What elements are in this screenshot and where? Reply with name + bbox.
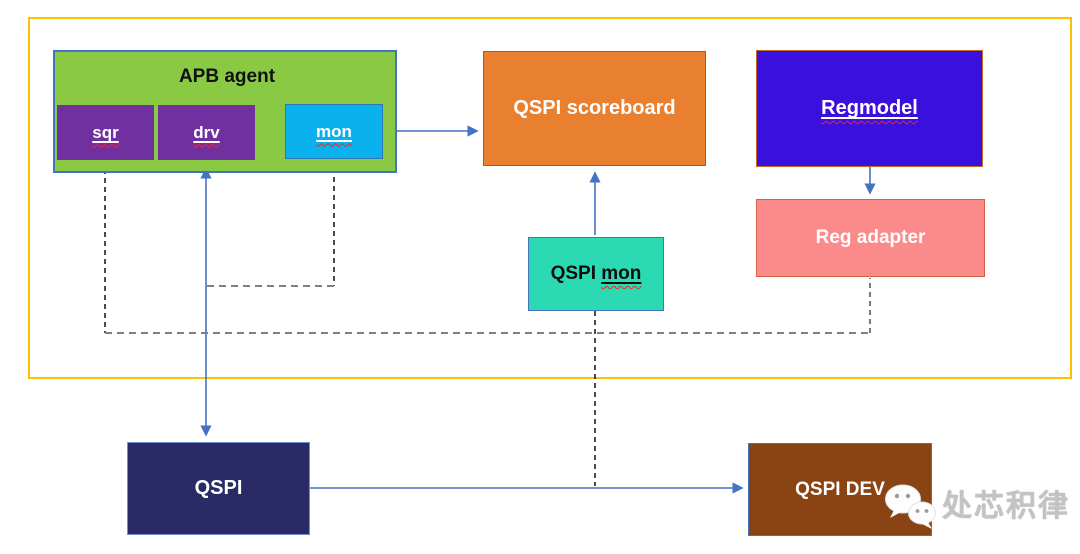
apb-agent-label: APB agent xyxy=(178,66,276,87)
drv-label: drv xyxy=(193,122,220,142)
mon-label: mon xyxy=(316,121,352,141)
qspi-mon-box: QSPI mon xyxy=(528,237,664,311)
qspi-dev-label: QSPI DEV xyxy=(795,478,885,500)
qspi-mon-label-prefix: QSPI xyxy=(550,263,602,284)
mon-box: mon xyxy=(285,104,383,159)
qspi-scoreboard-box: QSPI scoreboard xyxy=(483,51,706,166)
reg-adapter-label: Reg adapter xyxy=(815,227,926,248)
qspi-dev-box: QSPI DEV xyxy=(748,443,932,536)
qspi-label: QSPI xyxy=(194,477,243,499)
drv-box: drv xyxy=(158,105,255,160)
qspi-scoreboard-label: QSPI scoreboard xyxy=(513,97,676,119)
sqr-box: sqr xyxy=(57,105,154,160)
regmodel-box: Regmodel xyxy=(756,50,983,167)
watermark-text: 处芯积律 xyxy=(942,490,1070,523)
testbench-boundary xyxy=(28,17,1072,379)
regmodel-label: Regmodel xyxy=(821,97,918,119)
sqr-label: sqr xyxy=(92,122,119,142)
qspi-mon-label-word: mon xyxy=(601,263,642,284)
qspi-box: QSPI xyxy=(127,442,310,535)
reg-adapter-box: Reg adapter xyxy=(756,199,985,277)
